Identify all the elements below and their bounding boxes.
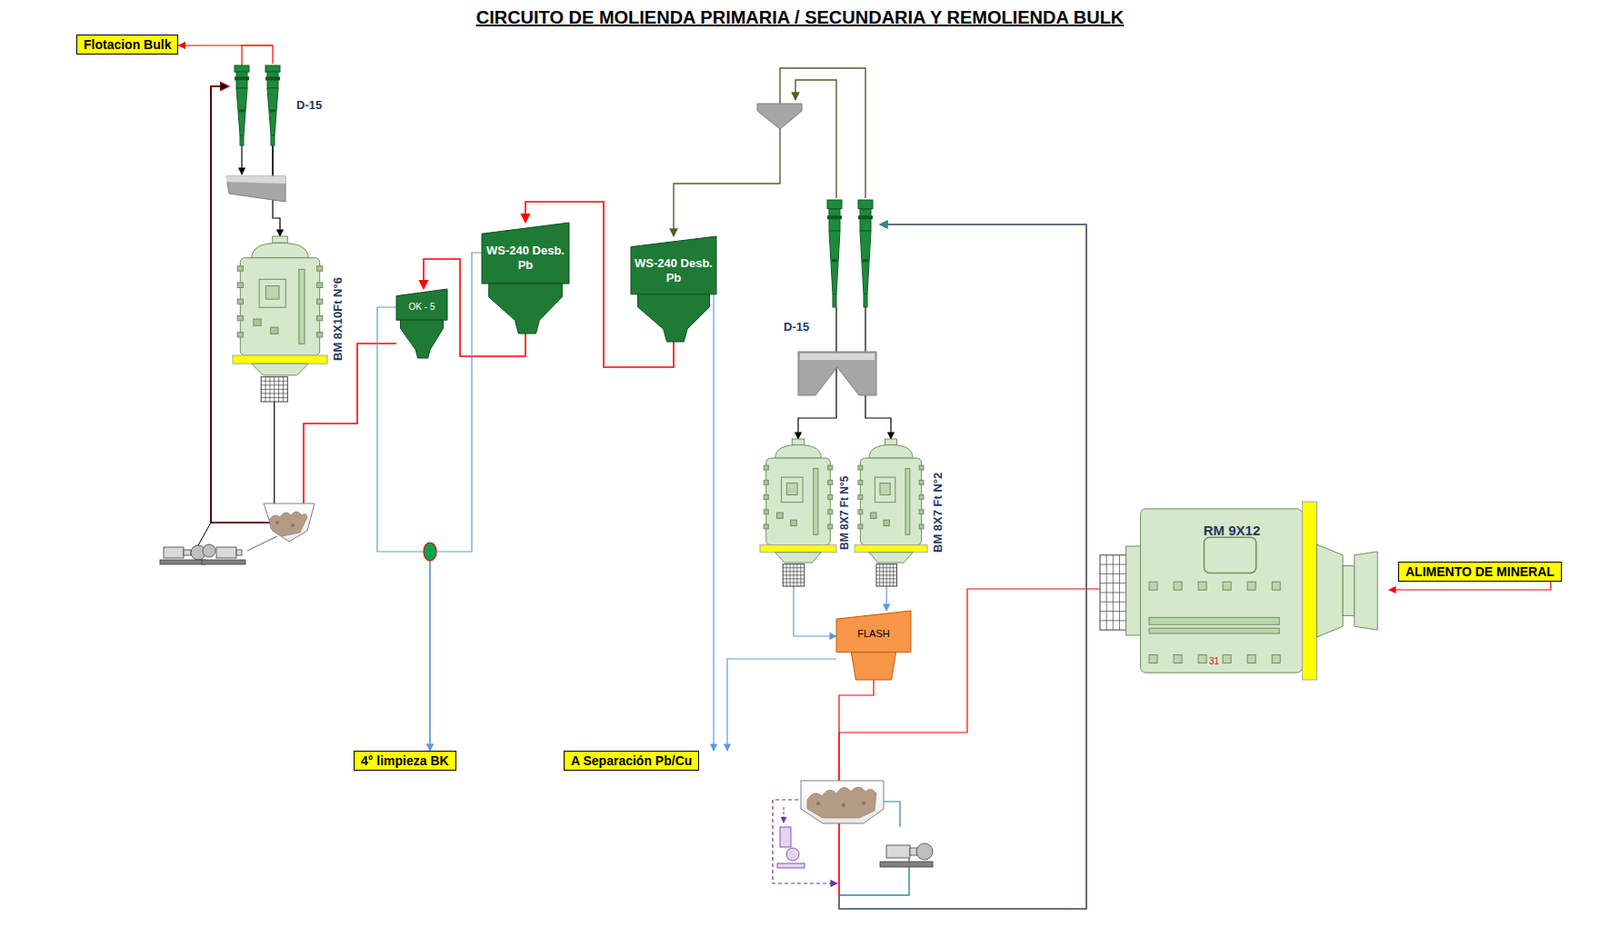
equipment-label: BM 8X7 Ft N°5 [838, 475, 851, 550]
output-box: A Separación Pb/Cu [563, 750, 700, 771]
output-box: 4° limpieza BK [353, 750, 457, 771]
equipment-outline [232, 236, 328, 402]
hydrocyclone: D-15 [229, 63, 286, 146]
flash-cell: FLASH [836, 610, 911, 680]
equipment-outline [396, 289, 448, 359]
box-label: Flotacion Bulk [83, 37, 171, 52]
flow-line [727, 659, 837, 751]
equipment-outline [760, 439, 837, 587]
callout-number: 31 [1209, 656, 1220, 667]
flow-line [377, 307, 430, 751]
flow-line [839, 224, 1100, 910]
box-label: ALIMENTO DE MINERAL [1405, 564, 1555, 580]
flow-line [865, 307, 891, 440]
equipment-outline [854, 439, 928, 587]
equipment-label: FLASH [838, 620, 910, 648]
flow-line [1389, 581, 1551, 590]
box-label: 4° limpieza BK [360, 753, 450, 769]
flow-line [839, 224, 1087, 910]
equipment-label: RM 9X12 [1154, 518, 1310, 542]
output-box: Flotacion Bulk [76, 34, 179, 55]
flow-line [210, 86, 397, 523]
flow-line [886, 586, 888, 611]
hydrocyclone: D-15 [821, 198, 880, 308]
equipment-label: WS-240 Desb. Pb [485, 237, 566, 280]
vertical-mill: BM 8X7 Ft N°5 [760, 439, 837, 587]
rod-mill: RM 9X12 [1100, 501, 1390, 680]
flotation-cell: WS-240 Desb. Pb [481, 222, 570, 334]
equipment-label: D-15 [783, 320, 810, 334]
equipment-outline [836, 610, 911, 680]
vertical-mill: BM 8X7 Ft N°2 [854, 439, 928, 587]
diagram-title: CIRCUITO DE MOLIENDA PRIMARIA / SECUNDAR… [0, 7, 1600, 29]
flotation-cell: WS-240 Desb. Pb [630, 236, 717, 342]
flow-line [178, 45, 273, 64]
equipment-outline [821, 198, 880, 308]
flow-line [713, 290, 717, 751]
equipment-label: BM 8X10Ft N°6 [330, 277, 345, 361]
box-label: A Separación Pb/Cu [570, 753, 692, 769]
equipment-label: D-15 [296, 98, 322, 112]
equipment-outline [229, 63, 286, 146]
flow-line [272, 145, 280, 237]
flow-line [673, 68, 866, 237]
equipment-label: OK - 5 [398, 294, 446, 319]
flow-line [793, 586, 837, 637]
equipment-label: BM 8X7 Ft N°2 [930, 472, 945, 553]
equipment-outline [481, 222, 570, 334]
vertical-mill: BM 8X10Ft N°6 [232, 236, 328, 402]
input-box: ALIMENTO DE MINERAL [1398, 561, 1562, 582]
flotation-cell: OK - 5 [396, 289, 448, 359]
equipment-outline [630, 236, 717, 342]
equipment-label: WS-240 Desb. Pb [634, 250, 713, 291]
